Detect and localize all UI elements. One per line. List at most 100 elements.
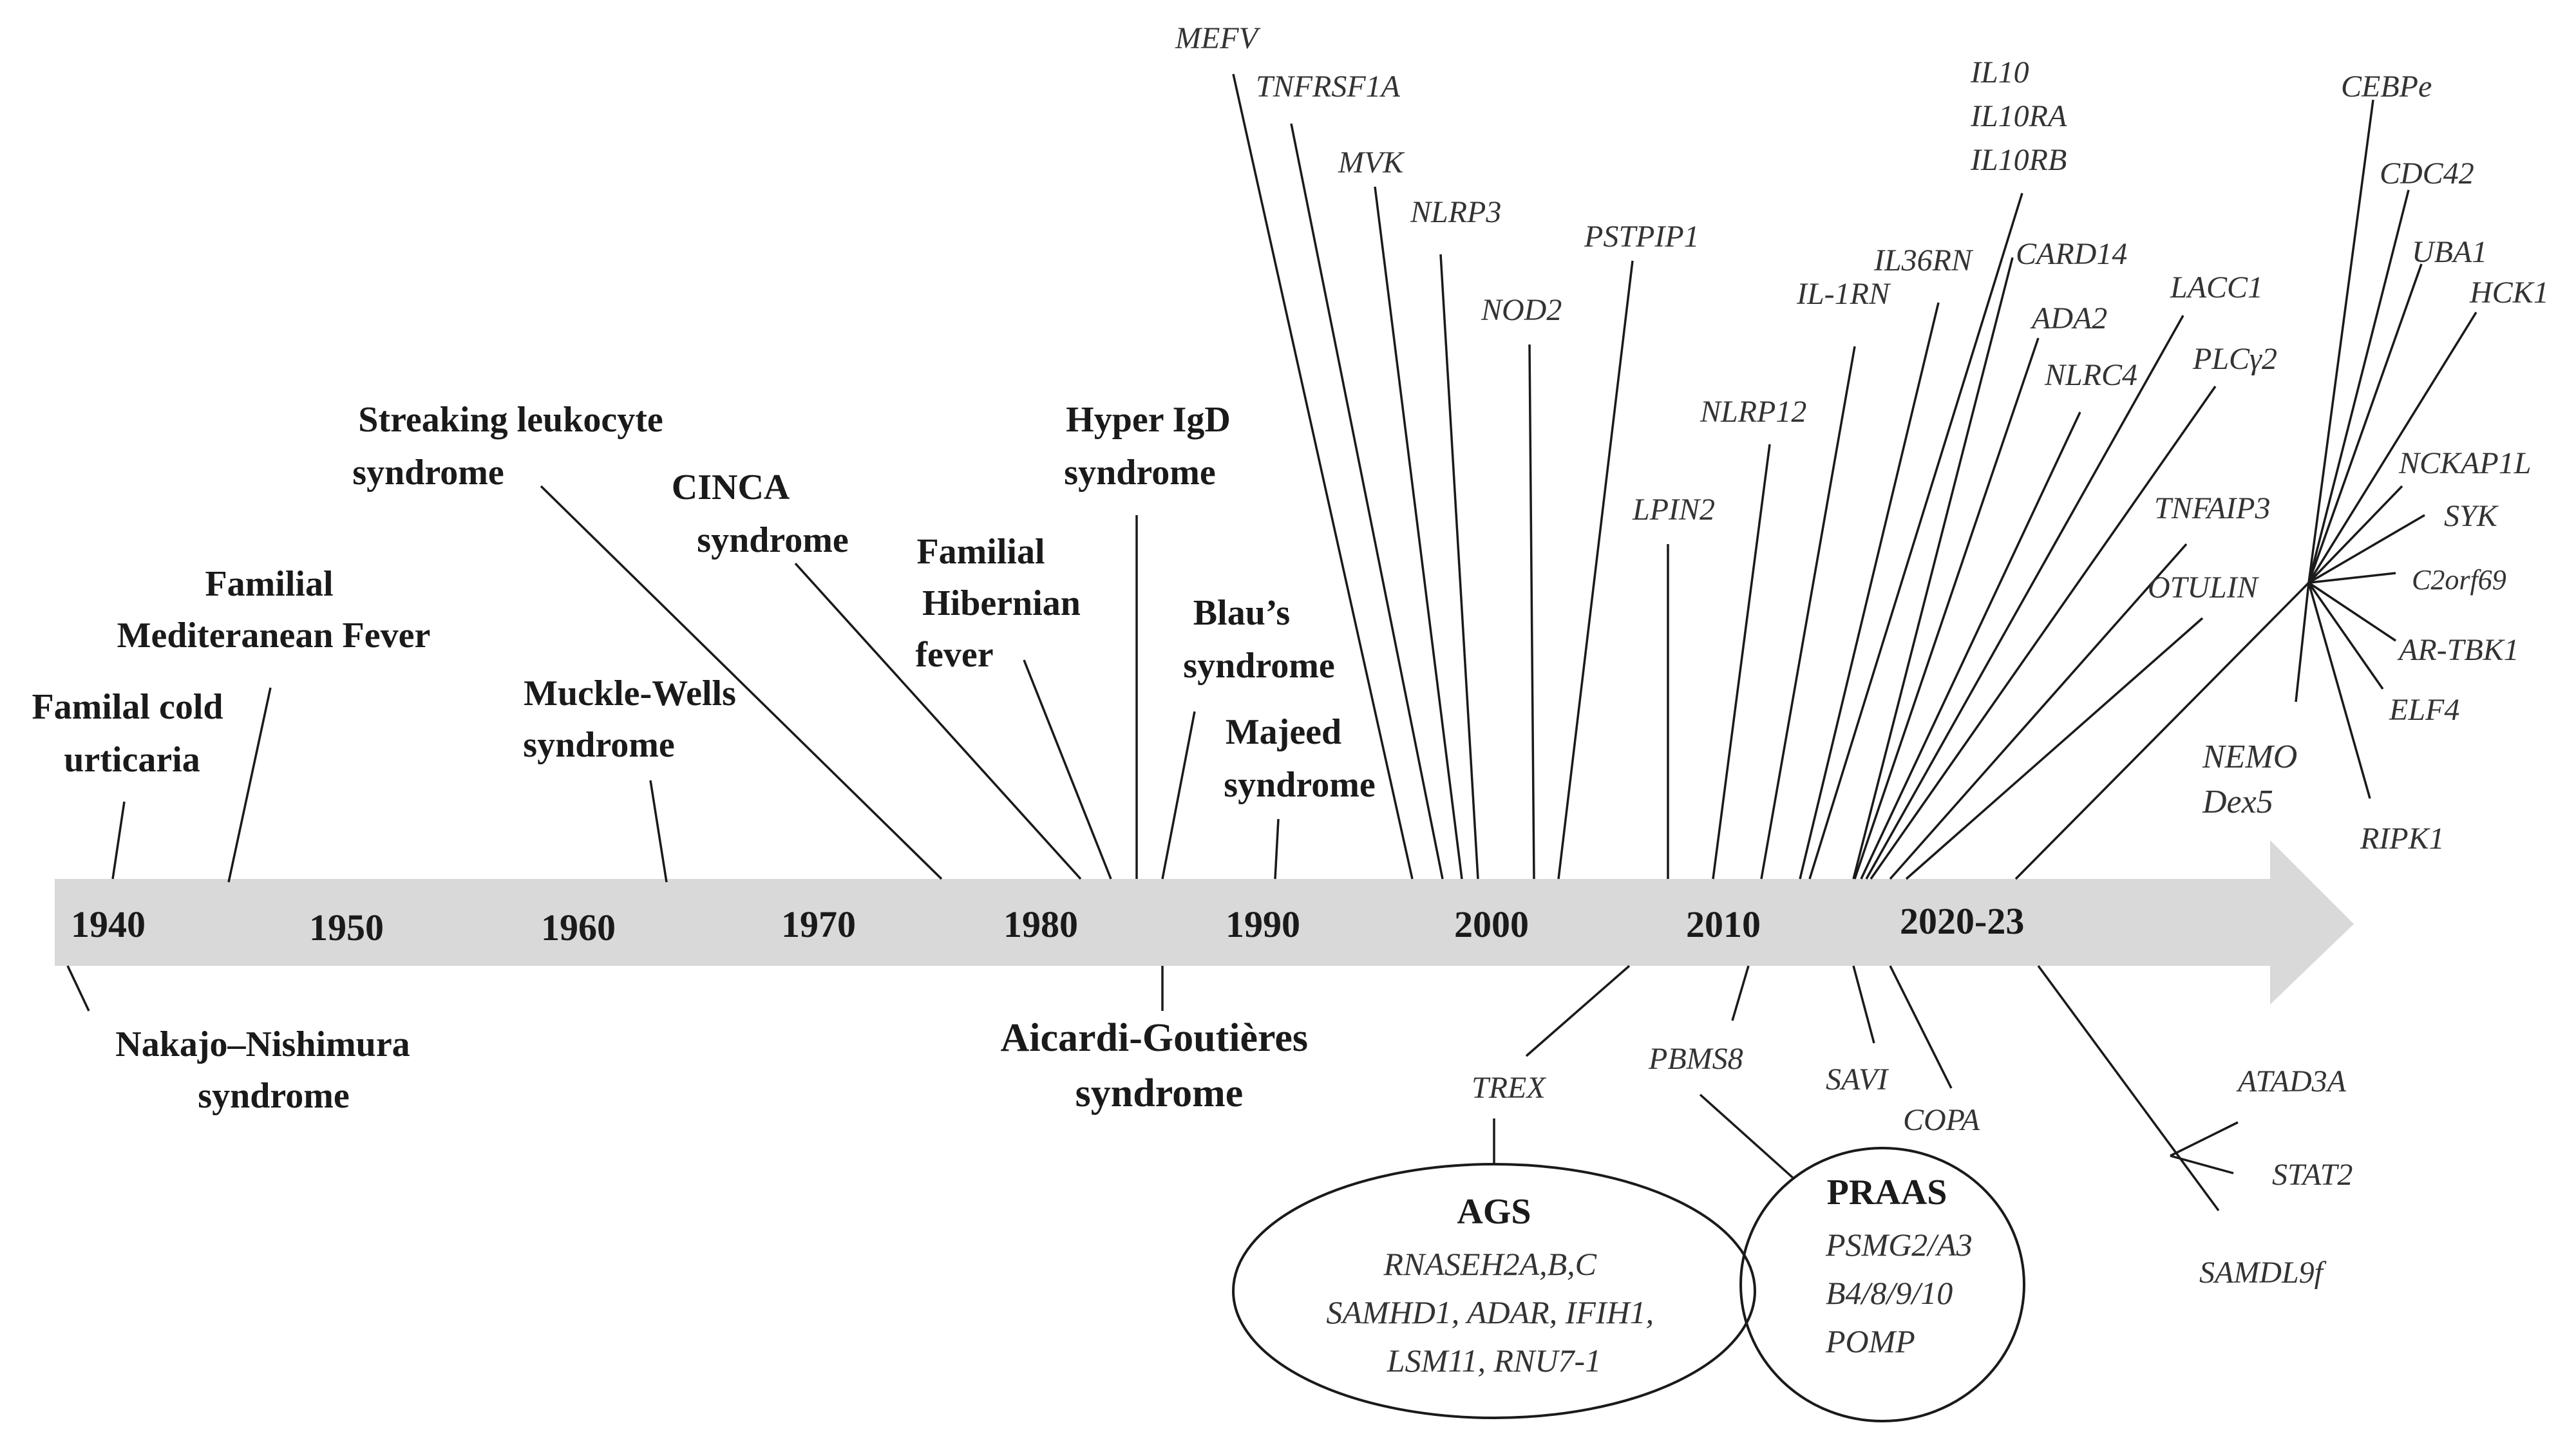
gene-samdl9f: SAMDL9f	[2199, 1256, 2327, 1290]
connector-il1rn	[1760, 346, 1856, 880]
year-1940: 1940	[71, 903, 146, 945]
connector-blau	[1161, 711, 1196, 880]
label-streaking: Streaking leukocyte syndrome	[352, 400, 672, 493]
connector-otulin	[1905, 617, 2204, 880]
gene-lacc1: LACC1	[2170, 270, 2263, 305]
connector-nod2	[1528, 344, 1535, 880]
year-1970: 1970	[781, 903, 856, 945]
label-fmf: Familial Mediteranean Fever	[117, 564, 431, 655]
connector-streaking	[540, 485, 943, 880]
connector-pbms8	[1731, 965, 1750, 1021]
gene-nckap1l: NCKAP1L	[2398, 446, 2531, 480]
connector-il10	[1808, 193, 2023, 880]
praas-gene-list: PSMG2/A3 B4/8/9/10 POMP	[1825, 1227, 1980, 1359]
connector-ripk1	[2307, 582, 2371, 799]
connector-elf4	[2307, 581, 2384, 690]
gene-stat2: STAT2	[2272, 1158, 2353, 1192]
label-majeed: Majeed syndrome	[1224, 712, 1375, 805]
connector-uba1	[2307, 263, 2423, 583]
gene-nemo: NEMO Dex5	[2202, 739, 2306, 820]
ags-gene-list: RNASEH2A,B,C SAMHD1, ADAR, IFIH1, LSM11,…	[1326, 1246, 1662, 1379]
connector-pstpip1	[1557, 260, 1634, 880]
gene-mvk: MVK	[1338, 146, 1405, 180]
connector-c2orf69	[2308, 572, 2396, 584]
lower-connectors	[66, 965, 2239, 1212]
connector-nemo	[2295, 582, 2310, 702]
connector-hck1	[2307, 312, 2477, 583]
gene-syk: SYK	[2444, 499, 2499, 533]
gene-pstpip1: PSTPIP1	[1584, 220, 1700, 254]
connector-card14	[1852, 257, 2014, 880]
connector-pbms8-praas	[1699, 1093, 1795, 1180]
connector-cold-urticaria	[111, 801, 126, 880]
connector-savi	[1852, 965, 1875, 1044]
connector-tnfrsf1a	[1290, 123, 1444, 880]
praas-title: PRAAS	[1827, 1173, 1947, 1212]
connector-majeed	[1274, 818, 1280, 880]
label-hibernian: Familial Hibernian fever	[915, 532, 1090, 675]
gene-cebpe: CEBPe	[2341, 70, 2432, 104]
connector-hibernian	[1023, 659, 1112, 880]
connector-muckle-wells	[649, 780, 668, 883]
gene-uba1: UBA1	[2412, 235, 2487, 269]
label-aicardi: Aicardi-Goutières syndrome	[1000, 1016, 1318, 1115]
gene-tnfrsf1a: TNFRSF1A	[1256, 70, 1401, 104]
ags-group: AGS RNASEH2A,B,C SAMHD1, ADAR, IFIH1, LS…	[1232, 1163, 1756, 1419]
gene-elf4: ELF4	[2389, 693, 2459, 727]
gene-mefv: MEFV	[1175, 21, 1261, 55]
year-labels: 1940 1950 1960 1970 1980 1990 2000 2010 …	[71, 900, 2024, 948]
gene-c2orf69: C2orf69	[2412, 564, 2506, 596]
connector-plcg2	[1870, 385, 2217, 880]
gene-tnfaip3: TNFAIP3	[2154, 491, 2270, 525]
connector-mefv	[1232, 73, 1414, 880]
label-muckle-wells: Muckle-Wells syndrome	[523, 674, 745, 765]
connector-syk	[2308, 514, 2425, 584]
praas-group: PRAAS PSMG2/A3 B4/8/9/10 POMP	[1739, 1147, 2025, 1422]
label-blau: Blau’s syndrome	[1183, 593, 1334, 686]
year-1980: 1980	[1003, 903, 1078, 945]
praas-oval	[1739, 1147, 2025, 1422]
gene-il10: IL10 IL10RA IL10RB	[1970, 55, 2074, 177]
connector-cdc42	[2307, 189, 2410, 583]
year-1960: 1960	[541, 907, 616, 948]
label-hyper-igd: Hyper IgD syndrome	[1064, 400, 1240, 493]
timeline-arrow	[55, 840, 2354, 1004]
connector-2020-cluster	[2014, 581, 2310, 880]
gene-otulin: OTULIN	[2148, 570, 2260, 605]
gene-nlrp12: NLRP12	[1700, 395, 1806, 429]
connector-tnfaip3	[1889, 543, 2188, 880]
gene-labels: MEFV TNFRSF1A MVK NLRP3 NOD2 PSTPIP1 LPI…	[1175, 21, 2549, 1290]
gene-il1rn: IL-1RN	[1796, 277, 1891, 311]
gene-lpin2: LPIN2	[1632, 493, 1715, 527]
year-1990: 1990	[1226, 903, 1300, 945]
gene-atad3a: ATAD3A	[2236, 1064, 2347, 1098]
connector-artbk1	[2308, 581, 2396, 642]
connector-cebpe	[2307, 99, 2374, 583]
gene-pbms8: PBMS8	[1648, 1042, 1743, 1076]
year-2000: 2000	[1454, 903, 1529, 945]
gene-cdc42: CDC42	[2380, 156, 2474, 191]
connector-fmf	[227, 687, 272, 883]
connector-copa	[1889, 965, 1953, 1089]
connector-lacc1	[1865, 315, 2184, 880]
connector-nlrp3	[1439, 254, 1479, 880]
connector-lines	[111, 73, 2477, 883]
gene-il36rn: IL36RN	[1873, 243, 1974, 278]
ags-oval	[1232, 1163, 1756, 1419]
connector-il36rn	[1799, 302, 1940, 880]
label-nakajo: Nakajo–Nishimura syndrome	[115, 1024, 419, 1116]
gene-artbk1: AR-TBK1	[2397, 633, 2519, 667]
gene-card14: CARD14	[2016, 237, 2127, 271]
syndrome-labels: Familal cold urticaria Familial Meditera…	[32, 400, 1375, 1116]
gene-plcg2: PLCγ2	[2192, 342, 2277, 376]
gene-nlrc4: NLRC4	[2044, 358, 2137, 392]
gene-nlrp3: NLRP3	[1410, 195, 1501, 229]
connector-atad3a	[2170, 1121, 2239, 1157]
label-cinca: CINCA syndrome	[672, 467, 849, 560]
connector-stat2	[2170, 1155, 2234, 1174]
gene-savi: SAVI	[1826, 1062, 1889, 1097]
gene-nod2: NOD2	[1481, 293, 1562, 327]
connector-cinca	[794, 562, 1082, 880]
connector-trex	[1525, 965, 1631, 1057]
connector-ada2	[1853, 337, 2040, 880]
